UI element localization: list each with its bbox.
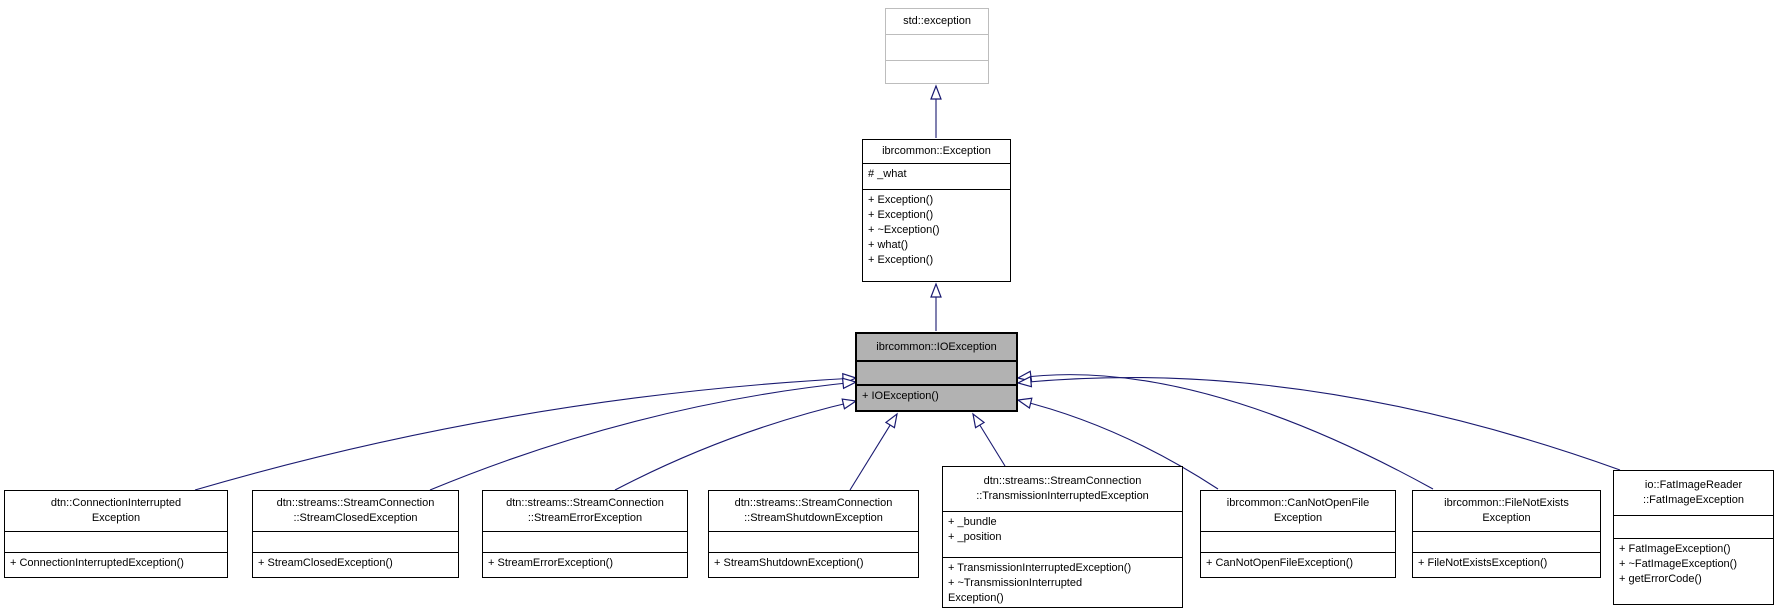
class-attributes — [483, 531, 687, 552]
method-label: + StreamClosedException() — [258, 557, 393, 569]
class-title: ibrcommon::IOException — [857, 334, 1016, 360]
class-title: ibrcommon::CanNotOpenFile Exception — [1201, 491, 1395, 531]
title-line: ::FatImageException — [1643, 494, 1744, 506]
method-label: + ~TransmissionInterrupted — [948, 577, 1083, 589]
class-methods: + Exception() + Exception() + ~Exception… — [863, 189, 1010, 281]
title-line: dtn::streams::StreamConnection — [734, 497, 893, 509]
title-line: ::StreamShutdownException — [744, 512, 883, 524]
method-label: + ~FatImageException() — [1619, 558, 1738, 570]
method-label: + ~Exception() — [868, 224, 940, 236]
edge-stream-error-to-ioexception — [614, 398, 858, 491]
class-methods: + StreamShutdownException() — [709, 552, 918, 577]
method-label: + Exception() — [868, 194, 934, 206]
class-methods: + CanNotOpenFileException() — [1201, 552, 1395, 577]
class-methods: + ConnectionInterruptedException() — [5, 552, 227, 577]
method-label: + getErrorCode() — [1619, 573, 1702, 585]
method-label: + Exception() — [868, 209, 934, 221]
attribute-label: + _position — [948, 531, 1002, 543]
class-attributes — [253, 531, 458, 552]
method-label: + Exception() — [868, 254, 934, 266]
class-title: ibrcommon::Exception — [863, 140, 1010, 163]
method-label: + what() — [868, 239, 909, 251]
class-methods: + IOException() — [857, 384, 1016, 410]
method-label: + StreamErrorException() — [488, 557, 614, 569]
edge-connection-interrupted-to-ioexception — [194, 372, 858, 491]
edge-stream-shutdown-to-ioexception — [849, 412, 898, 491]
class-node-ibrcommon-exception[interactable]: ibrcommon::Exception # _what + Exception… — [862, 139, 1011, 282]
class-methods: + StreamClosedException() — [253, 552, 458, 577]
title-line: io::FatImageReader — [1644, 479, 1743, 491]
class-title: dtn::streams::StreamConnection ::StreamS… — [709, 491, 918, 531]
title-line: Exception — [1273, 512, 1323, 524]
method-label: Exception() — [948, 592, 1004, 604]
method-label: + IOException() — [862, 390, 939, 402]
class-attributes — [1413, 531, 1600, 552]
class-node-transmission-interrupted-exception[interactable]: dtn::streams::StreamConnection ::Transmi… — [942, 466, 1183, 608]
title-line: dtn::streams::StreamConnection — [506, 497, 664, 509]
method-label: + TransmissionInterruptedException() — [948, 562, 1132, 574]
class-node-std-exception: std::exception — [885, 8, 989, 84]
class-node-stream-shutdown-exception[interactable]: dtn::streams::StreamConnection ::StreamS… — [708, 490, 919, 578]
class-node-fat-image-exception[interactable]: io::FatImageReader ::FatImageException +… — [1613, 470, 1774, 605]
attribute-label: # _what — [868, 168, 907, 180]
title-line: Exception — [1482, 512, 1531, 524]
attribute-label: + _bundle — [948, 516, 997, 528]
title-line: std::exception — [903, 15, 971, 27]
title-line: ibrcommon::IOException — [876, 340, 997, 353]
class-title: io::FatImageReader ::FatImageException — [1614, 471, 1773, 515]
class-node-file-not-exists-exception[interactable]: ibrcommon::FileNotExists Exception + Fil… — [1412, 490, 1601, 578]
class-attributes: # _what — [863, 163, 1010, 189]
title-line: dtn::streams::StreamConnection — [983, 475, 1142, 487]
class-attributes — [1614, 515, 1773, 538]
title-line: Exception — [91, 512, 141, 524]
class-node-connection-interrupted-exception[interactable]: dtn::ConnectionInterrupted Exception + C… — [4, 490, 228, 578]
edge-transmission-interrupted-to-ioexception — [972, 412, 1006, 467]
method-label: + FatImageException() — [1619, 543, 1731, 555]
class-title: dtn::streams::StreamConnection ::Transmi… — [943, 467, 1182, 511]
method-label: + CanNotOpenFileException() — [1206, 557, 1354, 569]
class-attributes — [1201, 531, 1395, 552]
class-attributes: + _bundle + _position — [943, 511, 1182, 557]
title-line: ::TransmissionInterruptedException — [976, 490, 1149, 502]
title-line: ::StreamErrorException — [527, 512, 643, 524]
class-title: dtn::streams::StreamConnection ::StreamC… — [253, 491, 458, 531]
title-line: ::StreamClosedException — [293, 512, 418, 524]
title-line: dtn::ConnectionInterrupted — [50, 497, 182, 509]
method-label: + StreamShutdownException() — [714, 557, 864, 569]
class-title: dtn::streams::StreamConnection ::StreamE… — [483, 491, 687, 531]
edge-stream-closed-to-ioexception — [429, 377, 858, 491]
class-methods — [886, 60, 988, 83]
class-methods: + TransmissionInterruptedException() + ~… — [943, 557, 1182, 607]
class-methods: + StreamErrorException() — [483, 552, 687, 577]
class-node-stream-closed-exception[interactable]: dtn::streams::StreamConnection ::StreamC… — [252, 490, 459, 578]
class-methods: + FatImageException() + ~FatImageExcepti… — [1614, 538, 1773, 604]
title-line: dtn::streams::StreamConnection — [276, 497, 435, 509]
title-line: ibrcommon::Exception — [882, 145, 991, 157]
class-attributes — [886, 34, 988, 60]
class-attributes — [857, 360, 1016, 384]
class-attributes — [5, 531, 227, 552]
class-node-ibrcommon-ioexception: ibrcommon::IOException + IOException() — [855, 332, 1018, 412]
class-node-cannot-open-file-exception[interactable]: ibrcommon::CanNotOpenFile Exception + Ca… — [1200, 490, 1396, 578]
class-title: std::exception — [886, 9, 988, 34]
method-label: + ConnectionInterruptedException() — [10, 557, 184, 569]
title-line: ibrcommon::FileNotExists — [1444, 497, 1569, 509]
class-methods: + FileNotExistsException() — [1413, 552, 1600, 577]
method-label: + FileNotExistsException() — [1418, 557, 1548, 569]
title-line: ibrcommon::CanNotOpenFile — [1226, 497, 1370, 509]
class-node-stream-error-exception[interactable]: dtn::streams::StreamConnection ::StreamE… — [482, 490, 688, 578]
class-attributes — [709, 531, 918, 552]
class-title: dtn::ConnectionInterrupted Exception — [5, 491, 227, 531]
edge-fat-image-to-ioexception — [1016, 375, 1621, 471]
class-title: ibrcommon::FileNotExists Exception — [1413, 491, 1600, 531]
